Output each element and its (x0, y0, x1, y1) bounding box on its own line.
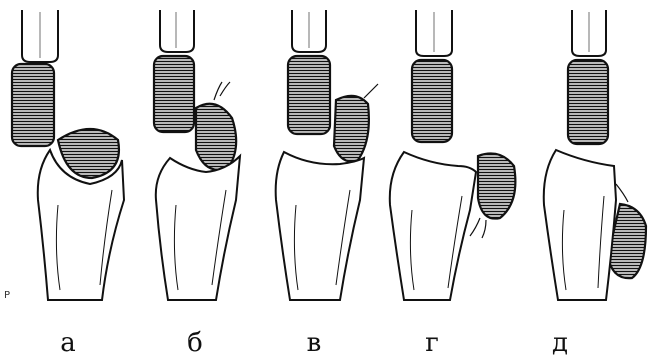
panel-label-b: б (175, 330, 215, 356)
ligament-b (214, 82, 230, 100)
panel-d (544, 10, 646, 300)
upper-bone-d (572, 10, 606, 56)
panel-a (12, 10, 124, 300)
fragment-b (196, 104, 236, 170)
ligament-v (364, 84, 378, 98)
lower-bone-b (156, 156, 240, 300)
fragment-v (334, 96, 369, 162)
hatched-segment-b (154, 56, 194, 132)
hatched-segment-g (412, 60, 452, 142)
lower-bone-v (276, 152, 364, 300)
hatched-segment-v (288, 56, 330, 134)
ligament-g (470, 218, 486, 238)
upper-bone-g (416, 10, 452, 56)
panel-label-v: в (294, 330, 334, 356)
hatched-segment-d (568, 60, 608, 144)
upper-bone-v (292, 10, 326, 52)
panel-v (276, 10, 378, 300)
upper-bone-a (22, 10, 58, 62)
corner-mark: P (4, 290, 10, 301)
fragment-a (58, 129, 119, 178)
lower-bone-d (544, 150, 616, 300)
lower-bone-g (390, 152, 476, 300)
hatched-segment-a (12, 64, 54, 146)
fragment-g (478, 154, 515, 219)
panel-g (390, 10, 516, 300)
upper-bone-b (160, 10, 194, 52)
panel-label-g: г (412, 330, 452, 356)
panel-label-d: д (540, 330, 580, 356)
ligament-d (616, 184, 628, 202)
panel-b (154, 10, 240, 300)
panel-label-a: а (48, 330, 88, 356)
